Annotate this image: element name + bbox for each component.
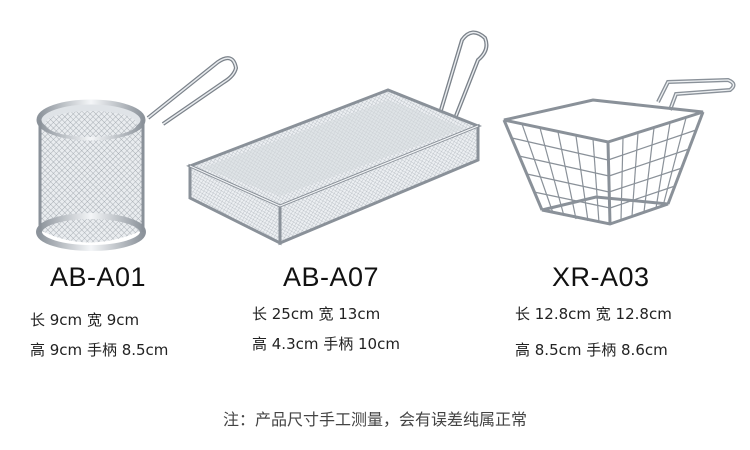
product-spec-line2: 高 4.3cm 手柄 10cm	[252, 335, 400, 353]
product-spec-line2: 高 8.5cm 手柄 8.6cm	[515, 341, 668, 359]
product-spec-line1: 长 25cm 宽 13cm	[252, 305, 381, 323]
product-spec-line2: 高 9cm 手柄 8.5cm	[30, 341, 169, 359]
rectangular-fry-basket-icon	[180, 28, 490, 258]
product-model-ab-a01: AB-A01	[50, 262, 147, 292]
measurement-note: 注：产品尺寸手工测量，会有误差纯属正常	[222, 410, 527, 429]
square-fry-basket-icon	[498, 72, 743, 272]
product-model-xr-a03: XR-A03	[552, 262, 650, 292]
round-fry-basket-icon	[28, 40, 243, 260]
product-spec-line1: 长 12.8cm 宽 12.8cm	[515, 305, 672, 323]
product-spec-line1: 长 9cm 宽 9cm	[30, 311, 140, 329]
product-model-ab-a07: AB-A07	[283, 262, 380, 292]
